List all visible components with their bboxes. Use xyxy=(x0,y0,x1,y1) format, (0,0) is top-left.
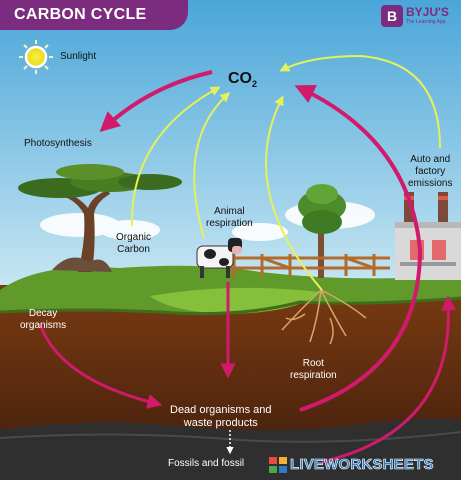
brand-tagline: The Learning App xyxy=(406,19,446,25)
arrow-root-to-co2 xyxy=(265,95,323,291)
acacia-tree-icon xyxy=(18,164,182,272)
title-banner: CARBON CYCLE xyxy=(0,0,188,30)
brand-logo: B BYJU'S The Learning App xyxy=(381,5,457,31)
brand-badge-icon: B xyxy=(381,5,403,27)
animal-respiration-label: Animal respiration xyxy=(206,206,253,229)
root-respiration-label: Root respiration xyxy=(290,358,337,381)
fence-icon xyxy=(230,254,390,278)
photosynthesis-label: Photosynthesis xyxy=(24,138,92,149)
arrow-dead-to-co2 xyxy=(294,84,423,412)
arrow-decay-to-dead xyxy=(38,323,163,409)
fossils-label: Fossils and fossil xyxy=(168,458,245,469)
cow-icon xyxy=(196,238,242,278)
watermark-text: LIVEWORKSHEETS xyxy=(290,456,434,474)
organic-carbon-label: Organic Carbon xyxy=(116,232,152,255)
arrow-fossils-to-factory xyxy=(321,295,457,464)
page-title: CARBON CYCLE xyxy=(14,6,147,23)
grass-edge xyxy=(0,296,461,316)
round-tree-icon xyxy=(298,184,346,278)
liveworksheets-logo-icon xyxy=(269,457,287,473)
arrow-emissions-to-co2 xyxy=(279,54,441,149)
auto-emissions-label: Auto and factory emissions xyxy=(408,154,453,189)
factory-icon xyxy=(395,192,461,280)
decay-organisms-label: Decay organisms xyxy=(20,308,67,331)
dead-organisms-label: Dead organisms and waste products xyxy=(170,404,272,429)
roots-icon xyxy=(281,289,367,345)
co2-label: CO2 xyxy=(228,70,257,89)
arrow-organic-to-co2 xyxy=(130,86,221,227)
brand-name: BYJU'S xyxy=(406,5,449,19)
rock-highlight xyxy=(0,431,461,443)
co2-main: CO xyxy=(228,70,252,87)
sun-icon xyxy=(19,40,53,74)
sunlight-label: Sunlight xyxy=(60,51,97,62)
arrow-animal-to-co2 xyxy=(193,91,231,239)
co2-subscript: 2 xyxy=(252,79,258,90)
arrow-co2-to-photosynthesis xyxy=(99,70,213,133)
